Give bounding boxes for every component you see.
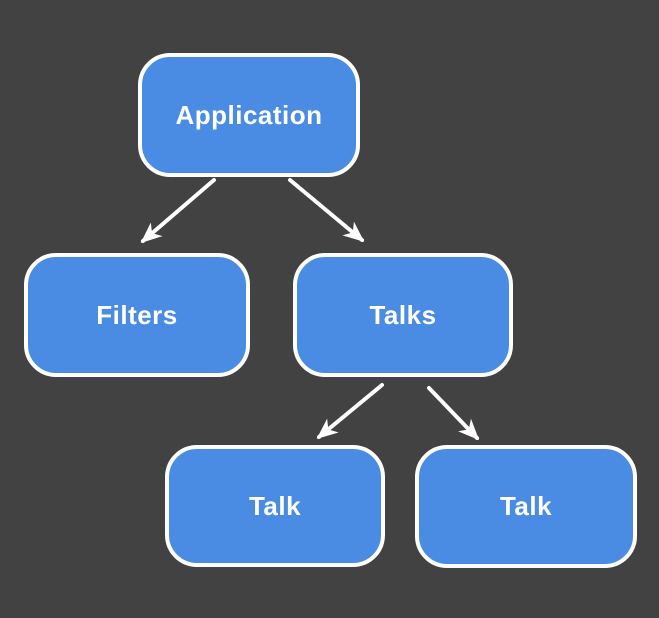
node-talk-right-label: Talk bbox=[499, 491, 553, 521]
node-talks: Talks bbox=[293, 253, 513, 377]
edge-talks-to-talk-1 bbox=[316, 383, 384, 439]
node-talk-left-label: Talk bbox=[248, 490, 302, 521]
node-talk-right: Talk bbox=[415, 445, 637, 568]
node-talk-left: Talk bbox=[165, 445, 385, 567]
edge-application-to-talks bbox=[288, 178, 365, 242]
edge-talks-to-talk-2 bbox=[427, 386, 480, 441]
node-talks-label: Talks bbox=[369, 299, 437, 330]
node-application-label: Application bbox=[175, 99, 323, 130]
node-application: Application bbox=[138, 53, 360, 177]
node-filters-label: Filters bbox=[96, 299, 178, 330]
edge-application-to-filters bbox=[140, 178, 216, 243]
node-filters: Filters bbox=[24, 253, 250, 377]
